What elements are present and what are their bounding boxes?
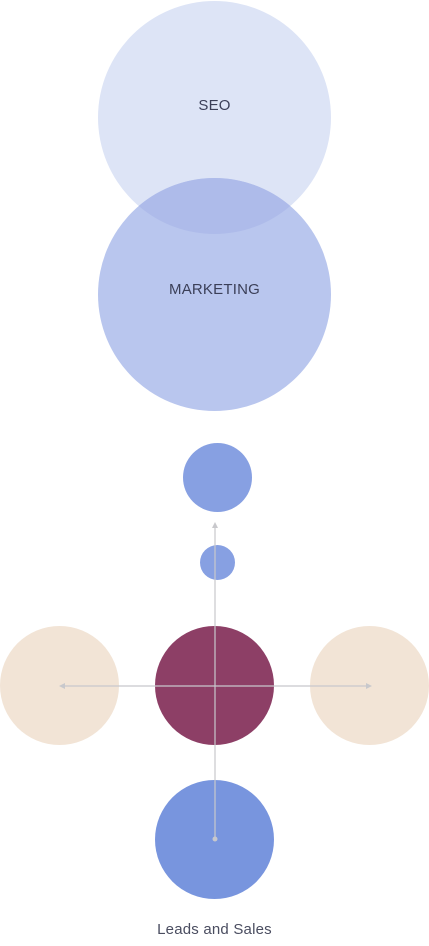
marketing-label: MARKETING xyxy=(169,281,260,298)
leads-and-sales-caption: Leads and Sales xyxy=(157,921,272,938)
bottom-blue-circle xyxy=(155,780,274,899)
arrow-head-up xyxy=(212,522,218,528)
small-blue-circle xyxy=(200,545,235,580)
center-plum-circle xyxy=(155,626,274,745)
right-beige-circle xyxy=(310,626,429,745)
left-beige-circle xyxy=(0,626,119,745)
top-blue-circle xyxy=(183,443,252,512)
seo-label: SEO xyxy=(198,97,231,114)
